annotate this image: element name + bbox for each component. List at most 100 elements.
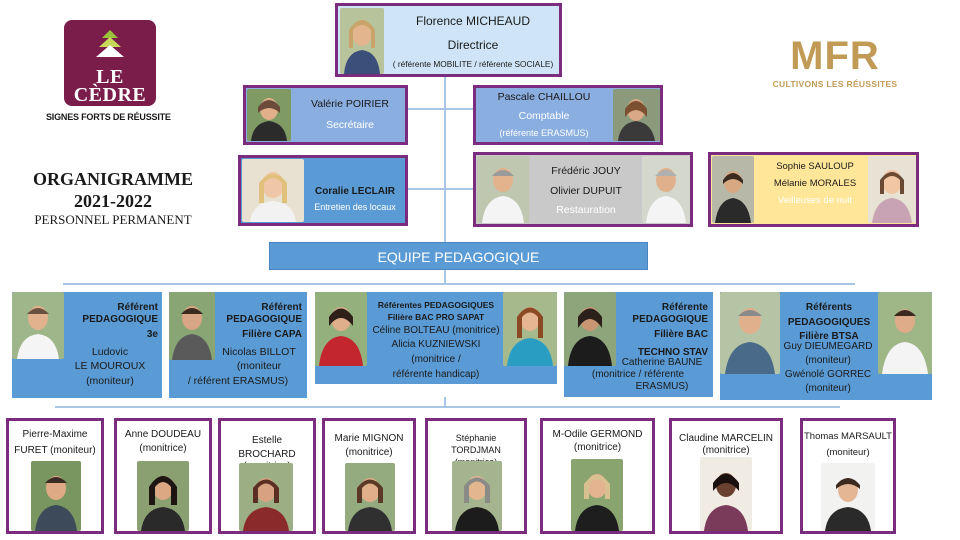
referent-1-name-2: LE MOUROUX — [74, 360, 146, 372]
connector-top-horizontal — [408, 108, 474, 110]
veilleuses-role: Veilleuses de nuit — [778, 195, 852, 206]
moniteur-card-pierre-maxime-furet: Pierre-Maxime FURET (moniteur) — [6, 418, 104, 534]
portrait-olivier-dupuit — [642, 156, 690, 223]
portrait-frederic-jouy — [477, 156, 529, 223]
referent-card-sapat: Référentes PEDAGOGIQUES Filière BAC PRO … — [315, 292, 557, 384]
referent-3-note-1: (monitrice / — [411, 354, 461, 365]
portrait-catherine-baune — [564, 292, 616, 366]
moniteur-1-line-1: Pierre-Maxime — [22, 429, 88, 440]
referent-card-stav: Référente PEDAGOGIQUE Filière BAC TECHNO… — [564, 292, 713, 397]
portrait-sophie-sauloup — [712, 156, 754, 223]
referent-5-title-1: Référents — [805, 302, 853, 313]
portrait-melanie-morales — [868, 156, 916, 223]
entretien-name: Coralie LECLAIR — [314, 186, 395, 197]
portrait-claudine-marcelin — [700, 457, 752, 531]
referent-4-note-2: ERASMUS) — [635, 381, 689, 392]
moniteur-7-line-2: (monitrice) — [702, 445, 750, 456]
direction-role: Directrice — [447, 38, 499, 52]
equipe-pedagogique-banner: EQUIPE PEDAGOGIQUE — [269, 242, 648, 270]
secretaire-name: Valérie POIRIER — [311, 98, 389, 110]
referent-5-note-2: (moniteur) — [805, 383, 851, 394]
direction-card: Florence MICHEAUD Directrice ( référente… — [335, 3, 562, 77]
portrait-anne-doudeau — [137, 461, 189, 531]
referent-5-name-1: Guy DIEUMEGARD — [783, 341, 873, 352]
comptable-detail: (référente ERASMUS) — [499, 128, 589, 138]
chart-title: ORGANIGRAMME 2021-2022 — [33, 169, 193, 211]
connector-branch-horizontal — [63, 283, 855, 285]
referent-1-title-2: PEDAGOGIQUE — [82, 314, 158, 325]
moniteur-1-line-2: FURET (moniteur) — [14, 445, 96, 456]
moniteur-6-line-1: M-Odile GERMOND — [552, 429, 643, 440]
referent-3-title-1: Référentes PEDAGOGIQUES — [377, 300, 495, 310]
le-cedre-tagline: SIGNES FORTS DE RÉUSSITE — [46, 112, 171, 122]
mfr-logo-text: MFR — [790, 34, 880, 78]
restauration-card: Frédéric JOUY Olivier DUPUIT Restauratio… — [473, 152, 693, 227]
moniteur-2-line-2: (monitrice) — [139, 443, 187, 454]
referent-2-title-1: Référent — [261, 302, 302, 313]
referent-1-note: (moniteur) — [86, 375, 134, 387]
moniteur-card-anne-doudeau: Anne DOUDEAU (monitrice) — [114, 418, 212, 534]
referent-5-title-2: PEDAGOGIQUES — [787, 317, 871, 328]
moniteur-3-line-1: Estelle — [251, 435, 282, 446]
chart-subtitle: PERSONNEL PERMANENT — [34, 212, 192, 227]
portrait-nicolas-billot — [169, 292, 215, 360]
referent-card-btsa: Référents PEDAGOGIQUES Filière BTSA Guy … — [720, 292, 932, 400]
portrait-ludovic-le-mouroux — [12, 292, 64, 359]
portrait-stephanie-tordjman — [452, 461, 502, 531]
connector-trunk-referents — [444, 270, 446, 284]
moniteur-card-thomas-marsault: Thomas MARSAULT (moniteur) — [800, 418, 896, 534]
restauration-name-2: Olivier DUPUIT — [550, 185, 622, 197]
moniteur-8-line-2: (moniteur) — [826, 447, 870, 458]
restauration-role: Restauration — [556, 204, 616, 216]
referent-5-name-2: Gwénolé GORREC — [784, 369, 872, 380]
connector-mid-horizontal — [407, 188, 474, 190]
referent-3-name-1: Céline BOLTEAU (monitrice) — [372, 325, 500, 336]
moniteur-7-line-1: Claudine MARCELIN — [679, 433, 773, 444]
referent-1-name-1: Ludovic — [91, 346, 129, 358]
referent-card-3e: Référent PEDAGOGIQUE 3e Ludovic LE MOURO… — [12, 292, 162, 398]
referent-4-title-3: Filière BAC — [654, 329, 708, 340]
comptable-role: Comptable — [518, 110, 570, 122]
connector-trunk-moniteurs — [444, 397, 446, 407]
direction-detail: ( référente MOBILITE / référente SOCIALE… — [392, 59, 554, 69]
referent-4-title-4: TECHNO STAV — [637, 347, 708, 358]
secretaire-role: Secrétaire — [326, 119, 374, 131]
mfr-logo: MFR CULTIVONS LES RÉUSSITES — [760, 34, 910, 89]
veilleuses-name-2: Mélanie MORALES — [773, 178, 857, 189]
veilleuses-name-1: Sophie SAULOUP — [776, 161, 854, 172]
referent-4-title-1: Référente — [661, 302, 708, 313]
connector-vertical-main — [444, 77, 446, 242]
le-cedre-logo: LE CÈDRE — [64, 20, 156, 106]
portrait-estelle-brochard — [239, 463, 293, 531]
moniteur-card-m-odile-germond: M-Odile GERMOND (monitrice) — [540, 418, 655, 534]
referent-2-name-1: Nicolas BILLOT — [222, 346, 296, 358]
portrait-celine-bolteau — [315, 292, 367, 366]
referent-4-note-1: (monitrice / référente — [591, 369, 685, 380]
moniteur-8-line-1: Thomas MARSAULT — [804, 431, 892, 442]
connector-bottom-horizontal — [55, 406, 840, 408]
referent-2-title-2: PEDAGOGIQUE — [226, 314, 302, 325]
mfr-tagline: CULTIVONS LES RÉUSSITES — [772, 79, 898, 89]
moniteur-4-line-1: Marie MIGNON — [334, 433, 404, 444]
referent-card-capa: Référent PEDAGOGIQUE Filière CAPA Nicola… — [169, 292, 307, 398]
portrait-thomas-marsault — [821, 463, 875, 531]
moniteur-card-estelle-brochard: Estelle BROCHARD (monitrice) — [218, 418, 316, 534]
referent-4-name-1: Catherine BAUNE — [621, 357, 703, 368]
referent-2-name-2: (moniteur — [236, 360, 282, 372]
portrait-gwenole-gorrec — [878, 292, 932, 374]
moniteur-card-stephanie-tordjman: Stéphanie TORDJMAN (monitrice) — [425, 418, 527, 534]
referent-1-title-1: Référent — [117, 302, 158, 313]
referent-5-note-1: (moniteur) — [805, 355, 851, 366]
comptable-name: Pascale CHAILLOU — [497, 91, 591, 103]
portrait-pascale-chaillou — [613, 89, 660, 141]
cedar-tree-icon — [96, 30, 124, 57]
veilleuses-card: Sophie SAULOUP Mélanie MORALES Veilleuse… — [708, 152, 919, 227]
portrait-m-odile-germond — [571, 459, 623, 531]
moniteur-card-claudine-marcelin: Claudine MARCELIN (monitrice) — [669, 418, 783, 534]
entretien-card: Coralie LECLAIR Entretien des locaux — [238, 155, 408, 226]
referent-3-note-2: référente handicap) — [392, 369, 480, 380]
portrait-valerie-poirier — [247, 89, 291, 141]
portrait-pierre-maxime-furet — [31, 461, 81, 531]
moniteur-4-line-2: (monitrice) — [345, 447, 393, 458]
referent-4-title-2: PEDAGOGIQUE — [632, 314, 708, 325]
